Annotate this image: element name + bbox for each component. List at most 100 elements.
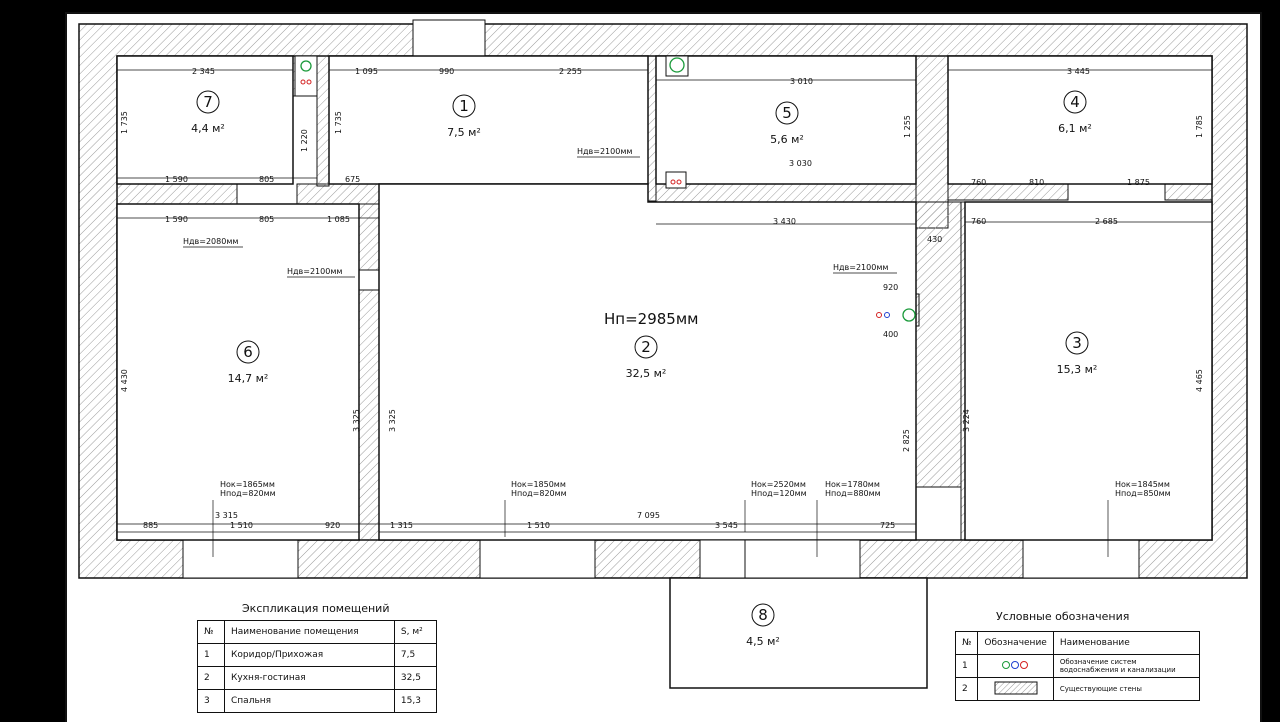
dim-label: 3 030 bbox=[789, 159, 812, 168]
dim-label: 1 590 bbox=[165, 215, 188, 224]
room-area: 15,3 м² bbox=[1057, 363, 1098, 376]
window-mark: Hок=2520мм bbox=[751, 480, 806, 489]
room-area: 5,6 м² bbox=[770, 133, 804, 146]
dim-label: 3 445 bbox=[1067, 67, 1090, 76]
table-row: 1 Коридор/Прихожая 7,5 bbox=[196, 643, 438, 667]
wall bbox=[915, 201, 962, 488]
room-number: 4 bbox=[1070, 93, 1080, 111]
dim-label: 805 bbox=[259, 175, 274, 184]
door-mark: Hдв=2100мм bbox=[833, 263, 888, 272]
dim-label: 2 825 bbox=[902, 429, 911, 452]
window-mark: Hпод=880мм bbox=[825, 489, 881, 498]
ceiling-height-label: Hп=2985мм bbox=[604, 310, 698, 328]
table-cell: Спальня bbox=[224, 689, 395, 713]
table-row: 3 Спальня 15,3 bbox=[196, 689, 438, 713]
window-height-marks: Hок=1865мм Hпод=820мм Hок=1850мм Hпод=82… bbox=[220, 480, 1171, 498]
wall bbox=[655, 183, 917, 203]
room-2 bbox=[378, 183, 917, 541]
dim-label: 1 875 bbox=[1127, 178, 1150, 187]
window-mark: Hпод=850мм bbox=[1115, 489, 1171, 498]
dim-label: 2 345 bbox=[192, 67, 215, 76]
dim-label: 810 bbox=[1029, 178, 1044, 187]
room-number: 7 bbox=[203, 93, 213, 111]
table-cell: 32,5 bbox=[393, 666, 438, 690]
dim-label: 3 325 bbox=[388, 409, 397, 432]
room-number: 1 bbox=[459, 97, 469, 115]
room-number-circle bbox=[1065, 331, 1089, 355]
table-header-row: № Обозначение Наименование bbox=[954, 631, 1201, 655]
window-mark: Hок=1850мм bbox=[511, 480, 566, 489]
table-header: Наименование bbox=[1052, 631, 1201, 655]
dim-label: 920 bbox=[325, 521, 340, 530]
dim-label: 990 bbox=[439, 67, 454, 76]
water-system-icon bbox=[977, 654, 1054, 678]
dim-label: 3 545 bbox=[715, 521, 738, 530]
wall bbox=[116, 183, 238, 205]
window-mark: Hок=1780мм bbox=[825, 480, 880, 489]
wall bbox=[915, 55, 949, 229]
table-cell: 1 bbox=[196, 643, 226, 667]
wall bbox=[647, 55, 657, 202]
dim-label: 3 010 bbox=[790, 77, 813, 86]
table-cell: 7,5 bbox=[393, 643, 438, 667]
table-cell: Существующие стены bbox=[1052, 677, 1201, 701]
dim-label: 885 bbox=[143, 521, 158, 530]
table-cell: Кухня-гостиная bbox=[224, 666, 395, 690]
room-number: 2 bbox=[641, 338, 651, 356]
balcony-door bbox=[699, 539, 861, 579]
room-3 bbox=[964, 201, 1213, 541]
wall bbox=[358, 203, 380, 271]
dim-label: 1 590 bbox=[165, 175, 188, 184]
legend-table: № Обозначение Наименование 1 Обозначение… bbox=[954, 631, 1201, 701]
window-opening bbox=[1022, 539, 1140, 579]
dim-label: 1 255 bbox=[903, 115, 912, 138]
dim-label: 7 095 bbox=[637, 511, 660, 520]
dim-label: 4 465 bbox=[1195, 369, 1204, 392]
wall bbox=[947, 183, 1069, 201]
room-marker-1: 1 7,5 м² bbox=[447, 94, 481, 139]
room-marker-7: 74,4 м² bbox=[191, 90, 225, 135]
room-number: 8 bbox=[758, 606, 768, 624]
table-header-row: № Наименование помещения S, м² bbox=[196, 620, 438, 644]
room-number-circle bbox=[236, 340, 260, 364]
window-mark: Hпод=820мм bbox=[220, 489, 276, 498]
room-marker-3: 315,3 м² bbox=[1057, 331, 1098, 376]
table-cell: 2 bbox=[196, 666, 226, 690]
dimension-labels: 2 345 1 095 990 2 255 3 010 3 445 1 590 … bbox=[143, 67, 1150, 530]
table-row: 2 Существующие стены bbox=[954, 677, 1201, 701]
wall bbox=[296, 183, 383, 205]
window-mark: Hпод=820мм bbox=[511, 489, 567, 498]
dim-label: 1 735 bbox=[334, 111, 343, 134]
dim-label: 920 bbox=[883, 283, 898, 292]
room-area: 14,7 м² bbox=[228, 372, 269, 385]
dim-label: 1 095 bbox=[355, 67, 378, 76]
dim-label: 430 bbox=[927, 235, 942, 244]
explication-title: Экспликация помещений bbox=[242, 602, 390, 615]
wall bbox=[316, 55, 330, 187]
window-opening bbox=[479, 539, 596, 579]
room-1 bbox=[328, 55, 649, 185]
table-cell: Обозначение систем водоснабжения и канал… bbox=[1052, 654, 1201, 678]
room-number-circle bbox=[751, 603, 775, 627]
room-number-circle bbox=[452, 94, 476, 118]
dim-label: 675 bbox=[345, 175, 360, 184]
door-mark: Hдв=2100мм bbox=[287, 267, 342, 276]
dim-label: 1 735 bbox=[120, 111, 129, 134]
dim-label: 2 255 bbox=[559, 67, 582, 76]
room-marker-5: 55,6 м² bbox=[770, 101, 804, 146]
room-number: 6 bbox=[243, 343, 253, 361]
door-mark: Hдв=2080мм bbox=[183, 237, 238, 246]
dim-label: 805 bbox=[259, 215, 274, 224]
table-header: № bbox=[954, 631, 979, 655]
hatch-swatch-icon bbox=[977, 677, 1054, 701]
room-area: 7,5 м² bbox=[447, 126, 481, 139]
room-area: 4,5 м² bbox=[746, 635, 780, 648]
door-mark: Hдв=2100мм bbox=[577, 147, 632, 156]
wall bbox=[358, 289, 380, 541]
dim-label: 3 325 bbox=[352, 409, 361, 432]
room-6 bbox=[116, 203, 360, 541]
dimension-lines bbox=[117, 69, 1212, 533]
dim-label: 400 bbox=[883, 330, 898, 339]
table-cell: 1 bbox=[954, 654, 979, 678]
